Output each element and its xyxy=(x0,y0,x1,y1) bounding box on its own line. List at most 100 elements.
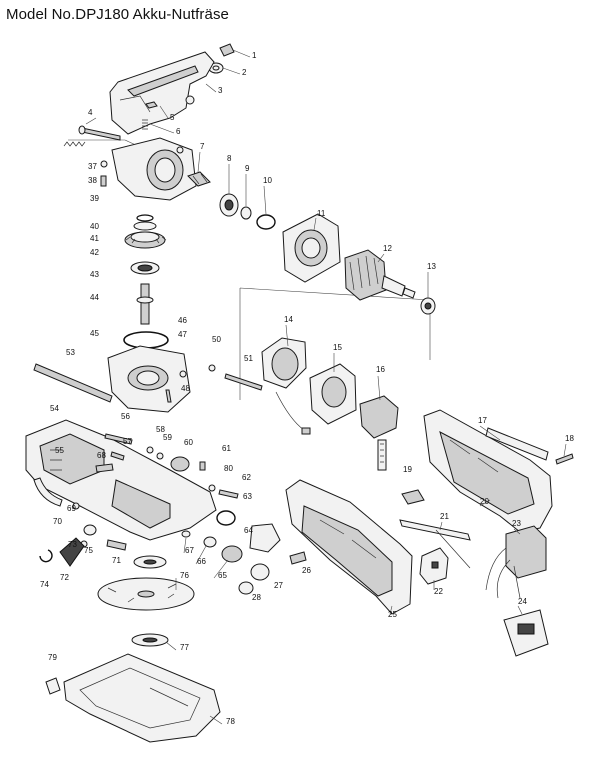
callout-50: 50 xyxy=(212,335,221,344)
part-18-screw xyxy=(555,453,574,465)
part-37-38-pins xyxy=(100,160,108,187)
part-3-handle xyxy=(109,51,215,135)
callout-68: 68 xyxy=(97,451,106,460)
callout-54: 54 xyxy=(50,404,59,413)
part-67-washer xyxy=(181,530,191,538)
callout-11: 11 xyxy=(317,209,326,218)
callout-75: 75 xyxy=(84,546,93,555)
callout-69: 69 xyxy=(67,504,76,513)
part-72-lever xyxy=(59,537,85,567)
callout-41: 41 xyxy=(90,234,99,243)
part-54-base-frame xyxy=(25,419,217,541)
callout-66: 66 xyxy=(197,557,206,566)
part-26-screw xyxy=(289,551,307,565)
callout-5: 5 xyxy=(170,113,175,122)
callout-4: 4 xyxy=(88,108,93,117)
part-25-body-housing xyxy=(285,479,413,615)
callout-9: 9 xyxy=(245,164,250,173)
part-74-clip xyxy=(39,549,53,563)
callout-7: 7 xyxy=(200,142,205,151)
callout-72: 72 xyxy=(60,573,69,582)
callout-59: 59 xyxy=(163,433,172,442)
callout-79: 79 xyxy=(48,653,57,662)
callout-60: 60 xyxy=(184,438,193,447)
part-51-bolt xyxy=(224,373,263,391)
callout-47: 47 xyxy=(178,330,187,339)
part-65-cap xyxy=(221,545,243,563)
callout-71: 71 xyxy=(112,556,121,565)
part-50-pin xyxy=(208,364,216,372)
callout-12: 12 xyxy=(383,244,392,253)
callout-51: 51 xyxy=(244,354,253,363)
part-40-retaining-ring xyxy=(136,214,154,222)
spring-left xyxy=(63,141,86,147)
part-71-bolt xyxy=(106,539,127,551)
part-21-lever-bar xyxy=(399,519,471,569)
callout-73: 73 xyxy=(68,540,77,549)
callout-80: 80 xyxy=(224,464,233,473)
callout-26: 26 xyxy=(302,566,311,575)
part-53-rod xyxy=(33,363,113,403)
callout-20: 20 xyxy=(480,497,489,506)
callout-numbers: 1234567891011121314151617181920212223242… xyxy=(40,51,574,726)
callout-37: 37 xyxy=(88,162,97,171)
part-41-washer xyxy=(133,221,157,231)
part-46-47-o-ring xyxy=(123,331,169,349)
part-6-spring xyxy=(142,119,148,130)
part-60-cam xyxy=(170,456,190,472)
part-1-screw xyxy=(219,43,235,57)
part-24-battery-cover xyxy=(503,609,549,657)
part-76-cutter-blade xyxy=(97,577,195,611)
part-77-flange xyxy=(131,633,169,647)
part-9-washer xyxy=(240,206,252,220)
callout-40: 40 xyxy=(90,222,99,231)
callout-23: 23 xyxy=(512,519,521,528)
callout-57: 57 xyxy=(123,437,132,446)
callout-8: 8 xyxy=(227,154,232,163)
part-10-o-ring xyxy=(256,214,276,230)
callout-42: 42 xyxy=(90,248,99,257)
callout-28: 28 xyxy=(252,593,261,602)
part-79-clip xyxy=(45,677,61,695)
page-title: Model No.DPJ180 Akku-Nutfräse xyxy=(6,6,229,23)
callout-62: 62 xyxy=(242,473,251,482)
callout-27: 27 xyxy=(274,581,283,590)
callout-10: 10 xyxy=(263,176,272,185)
callout-3: 3 xyxy=(218,86,223,95)
callout-76: 76 xyxy=(180,571,189,580)
part-23-controller xyxy=(485,525,547,599)
part-17-label-plate xyxy=(485,427,549,461)
callout-18: 18 xyxy=(565,434,574,443)
callout-70: 70 xyxy=(53,517,62,526)
part-68-screw xyxy=(95,463,114,473)
part-13-bearing xyxy=(420,297,436,315)
callout-78: 78 xyxy=(226,717,235,726)
part-58-59-pins xyxy=(146,446,164,460)
callout-58: 58 xyxy=(156,425,165,434)
part-39-gear-housing xyxy=(111,137,197,201)
callout-45: 45 xyxy=(90,329,99,338)
part-56-57-screws xyxy=(104,433,133,461)
part-14-fan-baffle xyxy=(261,337,311,435)
part-27-knob xyxy=(250,563,270,581)
callout-67: 67 xyxy=(185,546,194,555)
callout-65: 65 xyxy=(218,571,227,580)
part-15-field xyxy=(309,363,357,425)
callout-48: 48 xyxy=(181,384,190,393)
part-12-armature xyxy=(344,249,416,301)
part-28-knob xyxy=(238,581,254,595)
callout-63: 63 xyxy=(243,492,252,501)
part-66-washer xyxy=(203,536,217,548)
callout-61: 61 xyxy=(222,444,231,453)
callout-56: 56 xyxy=(121,412,130,421)
callout-22: 22 xyxy=(434,587,443,596)
part-22-block xyxy=(419,547,449,585)
callout-14: 14 xyxy=(284,315,293,324)
part-16-switch xyxy=(359,395,399,471)
callout-16: 16 xyxy=(376,365,385,374)
callout-44: 44 xyxy=(90,293,99,302)
callout-55: 55 xyxy=(55,446,64,455)
part-4-screw xyxy=(78,125,121,141)
callout-1: 1 xyxy=(252,51,257,60)
callout-43: 43 xyxy=(90,270,99,279)
